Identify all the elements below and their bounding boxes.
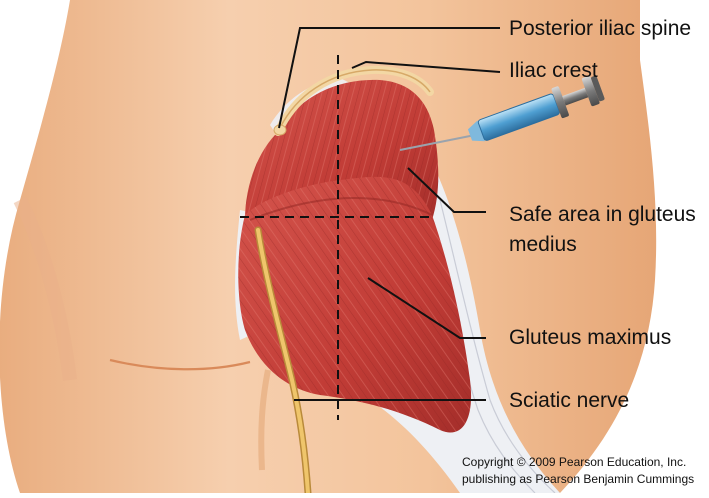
label-iliac-crest: Iliac crest [509, 60, 598, 81]
label-posterior-iliac-spine: Posterior iliac spine [509, 18, 691, 39]
label-sciatic-nerve: Sciatic nerve [509, 390, 629, 411]
copyright-line-1: Copyright © 2009 Pearson Education, Inc. [462, 454, 694, 471]
copyright-notice: Copyright © 2009 Pearson Education, Inc.… [462, 454, 694, 488]
copyright-line-2: publishing as Pearson Benjamin Cummings [462, 471, 694, 488]
label-gluteus-maximus: Gluteus maximus [509, 327, 671, 348]
label-safe-area: Safe area in gluteus medius [509, 200, 709, 260]
